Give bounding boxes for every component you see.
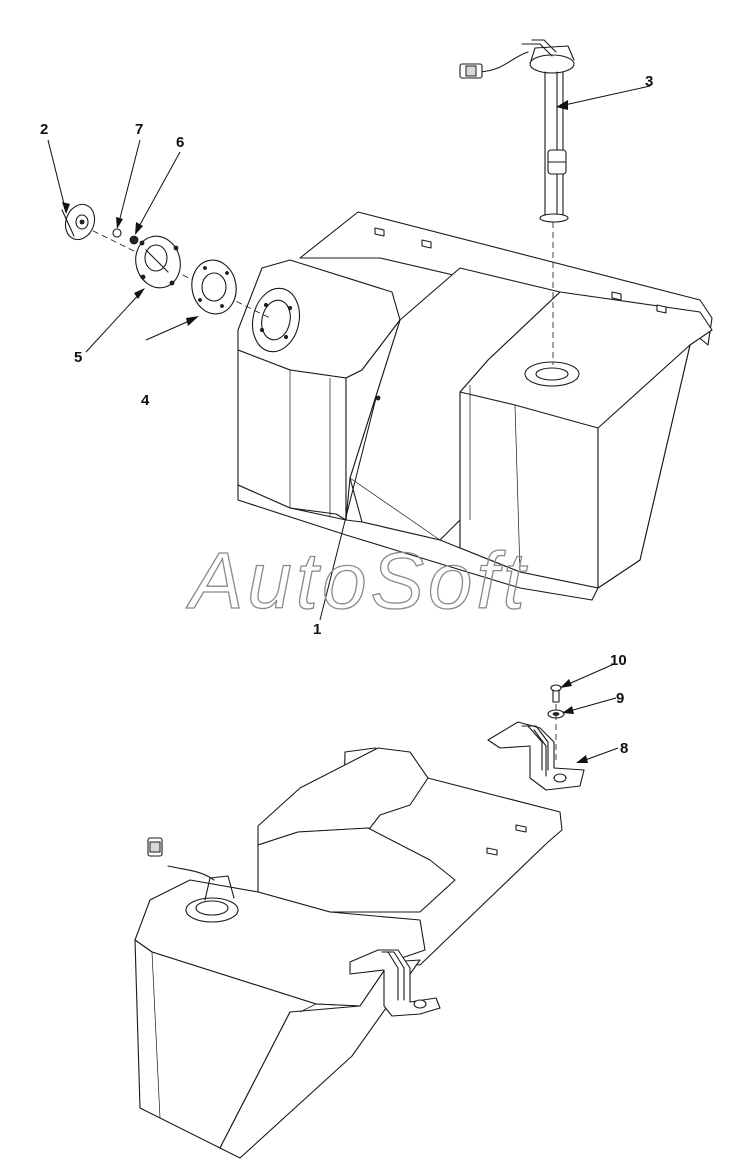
label-1: 1 bbox=[313, 621, 321, 638]
filler-cap bbox=[61, 203, 96, 241]
label-4: 4 bbox=[141, 392, 150, 409]
bolt-10 bbox=[550, 684, 562, 703]
label-7: 7 bbox=[135, 121, 143, 138]
label-3: 3 bbox=[645, 73, 653, 90]
label-2: 2 bbox=[40, 121, 48, 138]
label-9: 9 bbox=[616, 690, 624, 707]
fuel-level-sender bbox=[459, 39, 575, 223]
fuel-tank-lower bbox=[134, 747, 563, 1159]
fuel-tank-upper bbox=[237, 211, 713, 601]
filler-gasket bbox=[191, 259, 237, 315]
mounting-bracket-installed bbox=[349, 949, 441, 1017]
label-10: 10 bbox=[610, 652, 627, 669]
label-8: 8 bbox=[620, 740, 628, 757]
centerline-filler bbox=[74, 221, 271, 319]
filler-flange bbox=[135, 235, 181, 289]
label-6: 6 bbox=[176, 134, 184, 151]
mounting-bracket bbox=[487, 721, 585, 791]
screw-7 bbox=[112, 228, 122, 238]
label-5: 5 bbox=[74, 349, 82, 366]
leader-lines bbox=[47, 85, 651, 763]
washer-6 bbox=[129, 235, 139, 245]
watermark-text: AutoSoft bbox=[186, 536, 529, 625]
